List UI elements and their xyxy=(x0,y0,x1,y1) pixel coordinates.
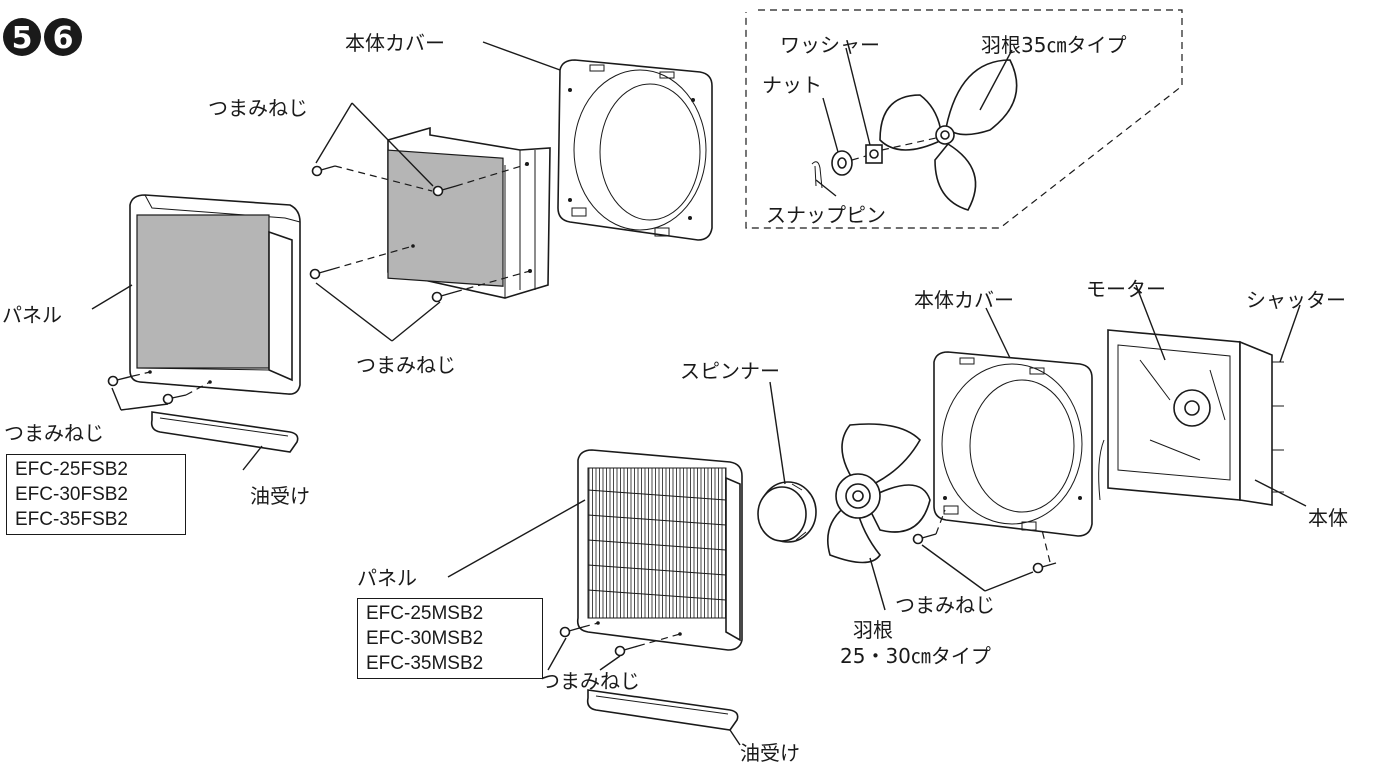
label-blade-35: 羽根35㎝タイプ xyxy=(981,33,1126,57)
model-fsb-35: EFC-35FSB2 xyxy=(15,509,128,530)
step-badge-5: 5 xyxy=(3,18,41,56)
step-badge-6: 6 xyxy=(44,18,82,56)
inner-plate xyxy=(387,126,551,299)
label-blade-25-30: 25・30㎝タイプ xyxy=(840,644,991,668)
main-body xyxy=(1098,329,1284,506)
label-panel-left: パネル xyxy=(2,303,62,327)
model-fsb-25: EFC-25FSB2 xyxy=(15,459,128,480)
snap-pin-part xyxy=(811,161,823,189)
oil-tray-bottom xyxy=(586,689,739,731)
knob-screw xyxy=(107,375,134,387)
label-oil-tray-left: 油受け xyxy=(250,484,310,508)
blade-35cm xyxy=(879,59,1018,211)
label-spinner: スピンナー xyxy=(680,359,780,383)
label-knob-screw-mid: つまみねじ xyxy=(356,353,456,377)
body-cover-right xyxy=(933,351,1093,537)
label-washer: ワッシャー xyxy=(780,33,880,57)
knob-screw xyxy=(162,393,187,405)
knob-screw xyxy=(311,165,336,177)
label-knob-screw-left: つまみねじ xyxy=(4,421,104,445)
knob-screw xyxy=(912,533,937,545)
label-body: 本体 xyxy=(1308,506,1348,530)
knob-screw xyxy=(432,185,457,197)
oil-tray-left xyxy=(150,411,299,453)
model-list-msb: EFC-25MSB2 EFC-30MSB2 EFC-35MSB2 xyxy=(357,598,543,679)
label-body-cover-right: 本体カバー xyxy=(914,288,1014,312)
body-cover-top xyxy=(557,59,713,241)
blade-25-30cm xyxy=(826,423,931,564)
label-motor: モーター xyxy=(1086,277,1166,301)
leader-lines xyxy=(91,41,1307,746)
label-knob-screw-top: つまみねじ xyxy=(208,96,308,120)
panel-msb xyxy=(576,449,743,651)
model-msb-35: EFC-35MSB2 xyxy=(366,653,484,674)
label-oil-tray-bottom: 油受け xyxy=(740,741,800,765)
panel-fsb xyxy=(129,194,301,395)
svg-text:6: 6 xyxy=(53,21,74,56)
nut-part xyxy=(831,150,853,176)
model-msb-30: EFC-30MSB2 xyxy=(366,628,484,649)
knob-screw xyxy=(1032,562,1057,574)
label-panel-bottom: パネル xyxy=(357,566,417,590)
label-body-cover-top: 本体カバー xyxy=(345,31,445,55)
label-snap-pin: スナップピン xyxy=(766,203,886,227)
model-fsb-30: EFC-30FSB2 xyxy=(15,484,128,505)
label-blade-word: 羽根 xyxy=(853,618,893,642)
label-knob-screw-right: つまみねじ xyxy=(895,593,995,617)
knob-screw xyxy=(614,645,639,657)
knob-screw xyxy=(431,291,456,303)
svg-text:5: 5 xyxy=(12,21,33,56)
label-shutter: シャッター xyxy=(1246,288,1346,312)
washer-part xyxy=(865,144,883,164)
model-msb-25: EFC-25MSB2 xyxy=(366,603,484,624)
knob-screw xyxy=(559,626,584,638)
spinner-part xyxy=(757,481,817,543)
knob-screw xyxy=(309,268,334,280)
model-list-fsb: EFC-25FSB2 EFC-30FSB2 EFC-35FSB2 xyxy=(6,454,186,535)
label-nut: ナット xyxy=(762,73,822,97)
label-knob-screw-bottom: つまみねじ xyxy=(540,669,640,693)
